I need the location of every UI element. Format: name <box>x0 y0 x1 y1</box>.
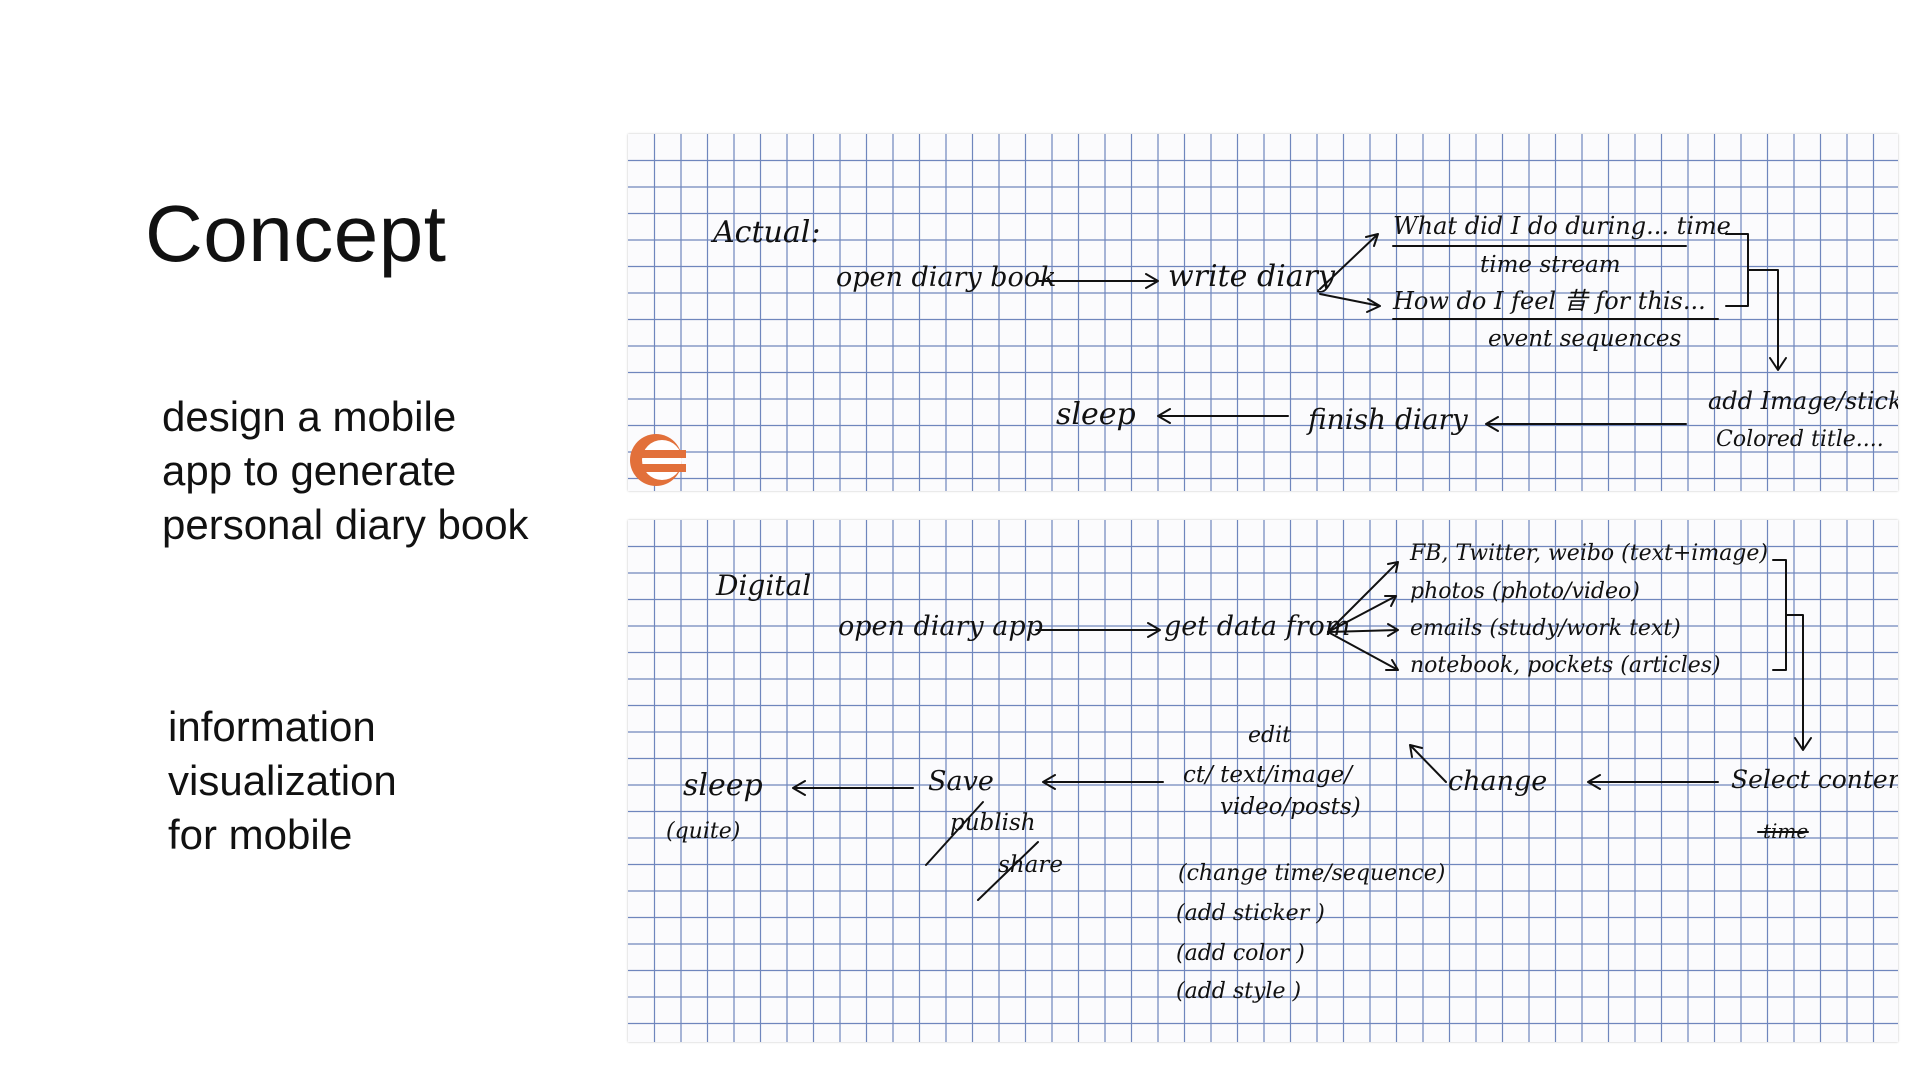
digital-flow-svg: Digital open diary app get data from FB,… <box>628 520 1898 1042</box>
concept-focus-line: for mobile <box>168 811 353 858</box>
arrow-icon <box>1157 408 1289 424</box>
step-get-data-from: get data from <box>1164 611 1350 642</box>
edit-note: edit <box>1248 723 1291 748</box>
arrow-icon <box>1319 293 1381 313</box>
actual-label: Actual: <box>710 215 820 250</box>
edit-targets-line-2: video/posts) <box>1220 794 1361 820</box>
arrow-icon <box>1037 273 1159 289</box>
option-add-color: (add color ) <box>1176 941 1305 966</box>
option-change-time: (change time/sequence) <box>1178 861 1445 886</box>
step-select-content: Select content <box>1731 765 1898 794</box>
option-add-style: (add style ) <box>1176 979 1301 1004</box>
slash-divider <box>925 801 984 866</box>
step-sleep: sleep <box>683 768 763 803</box>
step-write-diary: write diary <box>1168 259 1336 294</box>
arrow-icon <box>1327 561 1399 633</box>
step-add-image: add Image/sticker <box>1708 387 1898 415</box>
digital-flow-sketch: Digital open diary app get data from FB,… <box>628 520 1898 1042</box>
bracket-arrow-icon <box>1725 233 1787 371</box>
step-publish: publish <box>950 810 1036 836</box>
question-how-do-i-feel: How do I feel 昔 for this... <box>1392 287 1706 315</box>
concept-description-line: personal diary book <box>162 501 529 548</box>
step-open-diary-book: open diary book <box>836 262 1056 293</box>
arrow-icon <box>1327 595 1397 633</box>
concept-focus-line: information <box>168 703 376 750</box>
concept-description: design a mobile app to generate personal… <box>162 390 529 552</box>
step-sleep: sleep <box>1056 397 1136 432</box>
arrow-icon <box>792 780 914 796</box>
quite-note: (quite) <box>666 819 740 844</box>
concept-focus: information visualization for mobile <box>168 700 397 862</box>
step-save: Save <box>928 766 994 797</box>
arrow-icon <box>1327 623 1399 637</box>
graph-paper-grid <box>628 134 1898 491</box>
actual-flow-sketch: Actual: open diary book write diary What… <box>628 134 1898 491</box>
edit-targets-line-1: ct/ text/image/ <box>1183 762 1354 788</box>
step-open-diary-app: open diary app <box>838 611 1043 642</box>
digital-label: Digital <box>715 569 811 602</box>
graph-paper-grid <box>628 520 1898 1042</box>
source-notebook: notebook, pockets (articles) <box>1410 653 1721 678</box>
slash-divider <box>977 841 1039 901</box>
time-stream-note: time stream <box>1480 252 1621 278</box>
arrow-icon <box>1485 416 1687 432</box>
arrow-icon <box>1327 631 1399 671</box>
question-what-did-i-do: What did I do during... time <box>1393 212 1731 240</box>
actual-flow-svg: Actual: open diary book write diary What… <box>628 134 1898 491</box>
bracket-arrow-icon <box>1772 559 1812 751</box>
concept-description-line: design a mobile <box>162 393 457 440</box>
arrow-icon <box>1409 744 1447 783</box>
step-finish-diary: finish diary <box>1306 403 1469 436</box>
slide-title: Concept <box>145 189 447 278</box>
step-change: change <box>1448 766 1547 797</box>
arrow-icon <box>1042 774 1164 790</box>
source-emails: emails (study/work text) <box>1410 616 1681 641</box>
arrow-icon <box>1035 622 1161 638</box>
corner-logo-icon <box>630 434 686 486</box>
concept-description-line: app to generate <box>162 447 457 494</box>
step-share: share <box>998 852 1063 878</box>
source-social: FB, Twitter, weibo (text+image) <box>1409 541 1768 566</box>
arrow-icon <box>1319 233 1379 290</box>
arrow-icon <box>1587 774 1719 790</box>
step-colored-title: Colored title.... <box>1716 427 1884 452</box>
concept-focus-line: visualization <box>168 757 397 804</box>
event-sequences-note: event sequences <box>1488 326 1681 352</box>
option-add-sticker: (add sticker ) <box>1176 901 1325 926</box>
source-photos: photos (photo/video) <box>1410 579 1640 604</box>
